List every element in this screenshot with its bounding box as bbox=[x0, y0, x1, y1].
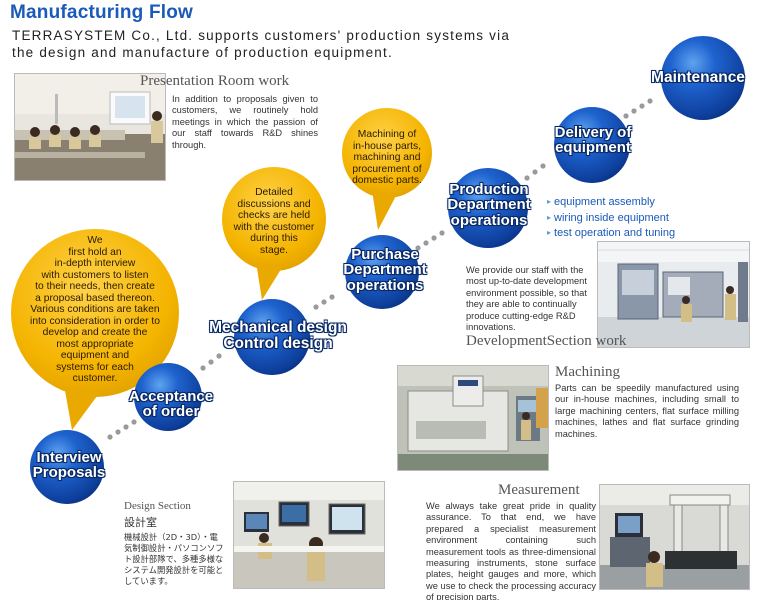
bubble-mechanical bbox=[222, 167, 326, 300]
flow-step-maintenance: Maintenance bbox=[651, 69, 745, 86]
design-heading-en: Design Section bbox=[124, 500, 191, 512]
machining-text: Parts can be speedily manufactured using… bbox=[555, 383, 739, 439]
measurement-text: We always take great pride in quality as… bbox=[426, 501, 596, 600]
bubble-purchase bbox=[342, 108, 432, 230]
sphere-purchase bbox=[345, 235, 419, 309]
sphere-maintenance bbox=[661, 36, 745, 120]
connector-production-delivery bbox=[524, 163, 546, 181]
flow-connectors bbox=[107, 98, 653, 440]
connector-purchase-production bbox=[415, 230, 445, 251]
design-section-photo bbox=[233, 481, 385, 589]
machining-heading: Machining bbox=[555, 364, 620, 380]
development-text: We provide our staff with the most up-to… bbox=[466, 265, 587, 333]
measurement-heading: Measurement bbox=[498, 482, 580, 498]
design-text-jp: 機械設計（2D・3D）・電気制御設計・パソコンソフト設計部隊で、多種多様なシステ… bbox=[124, 532, 224, 586]
connector-acceptance-mechanical bbox=[200, 353, 222, 371]
machining-photo bbox=[397, 365, 549, 471]
page-title: Manufacturing Flow bbox=[10, 2, 194, 23]
list-item: wiring inside equipment bbox=[547, 211, 675, 227]
intro-line-2: the design and manufacture of production… bbox=[12, 45, 393, 60]
connector-mechanical-purchase bbox=[313, 294, 335, 310]
design-heading-jp: 設計室 bbox=[124, 516, 157, 529]
sphere-production bbox=[448, 168, 528, 248]
sphere-acceptance bbox=[134, 363, 202, 431]
sphere-interview bbox=[30, 430, 104, 504]
production-items-list: equipment assembly wiring inside equipme… bbox=[547, 195, 675, 242]
presentation-room-photo bbox=[14, 73, 166, 181]
presentation-heading: Presentation Room work bbox=[140, 73, 290, 89]
connector-delivery-maintenance bbox=[623, 98, 653, 119]
presentation-text: In addition to proposals given to custom… bbox=[172, 94, 318, 150]
development-section-photo bbox=[597, 241, 750, 348]
development-heading: DevelopmentSection work bbox=[466, 333, 627, 349]
intro-line-1: TERRASYSTEM Co., Ltd. supports customers… bbox=[12, 28, 511, 43]
list-item: equipment assembly bbox=[547, 195, 675, 211]
list-item: test operation and tuning bbox=[547, 226, 675, 242]
measurement-photo bbox=[599, 484, 750, 590]
sphere-delivery bbox=[554, 107, 630, 183]
sphere-mechanical bbox=[234, 299, 310, 375]
connector-interview-acceptance bbox=[107, 419, 137, 440]
bubble-interview bbox=[11, 229, 179, 430]
